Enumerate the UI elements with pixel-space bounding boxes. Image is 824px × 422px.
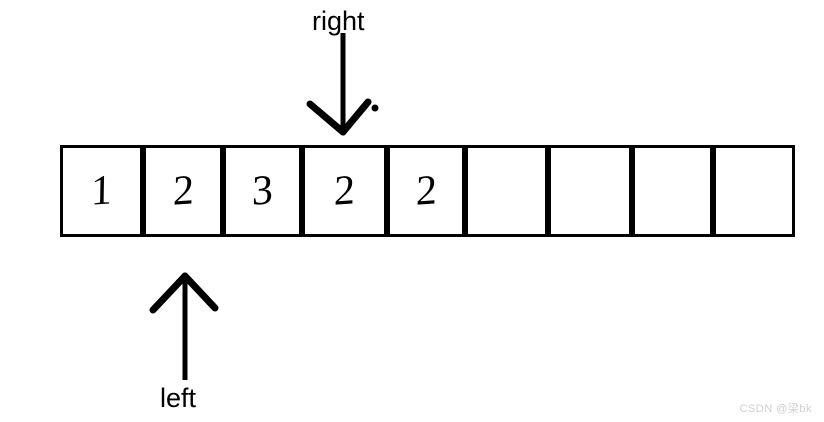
array-cell-value: 1 xyxy=(90,167,113,215)
array-cell-value: 2 xyxy=(333,167,356,215)
array-cell-4[interactable]: 2 xyxy=(387,145,465,237)
array-cell-7[interactable] xyxy=(632,145,713,237)
array-cell-8[interactable] xyxy=(713,145,795,237)
array-cell-value: 2 xyxy=(415,167,437,215)
watermark: CSDN @梁bk xyxy=(739,403,812,415)
arrow-dot-mark xyxy=(371,104,379,112)
array-cell-value: 3 xyxy=(251,167,274,215)
array-cell-value: 2 xyxy=(172,167,194,215)
array-cell-1[interactable]: 2 xyxy=(143,145,223,237)
array-cell-5[interactable] xyxy=(465,145,548,237)
array-cell-0[interactable]: 1 xyxy=(60,145,143,237)
array-strip: 1 2 3 2 2 xyxy=(60,145,795,237)
pointer-label-right: right xyxy=(312,6,365,36)
array-cell-2[interactable]: 3 xyxy=(223,145,302,237)
array-cell-3[interactable]: 2 xyxy=(302,145,387,237)
up-arrow-left-icon xyxy=(149,272,219,380)
array-cell-6[interactable] xyxy=(548,145,632,237)
pointer-label-left: left xyxy=(160,383,197,413)
down-arrow-right-icon xyxy=(306,33,379,136)
